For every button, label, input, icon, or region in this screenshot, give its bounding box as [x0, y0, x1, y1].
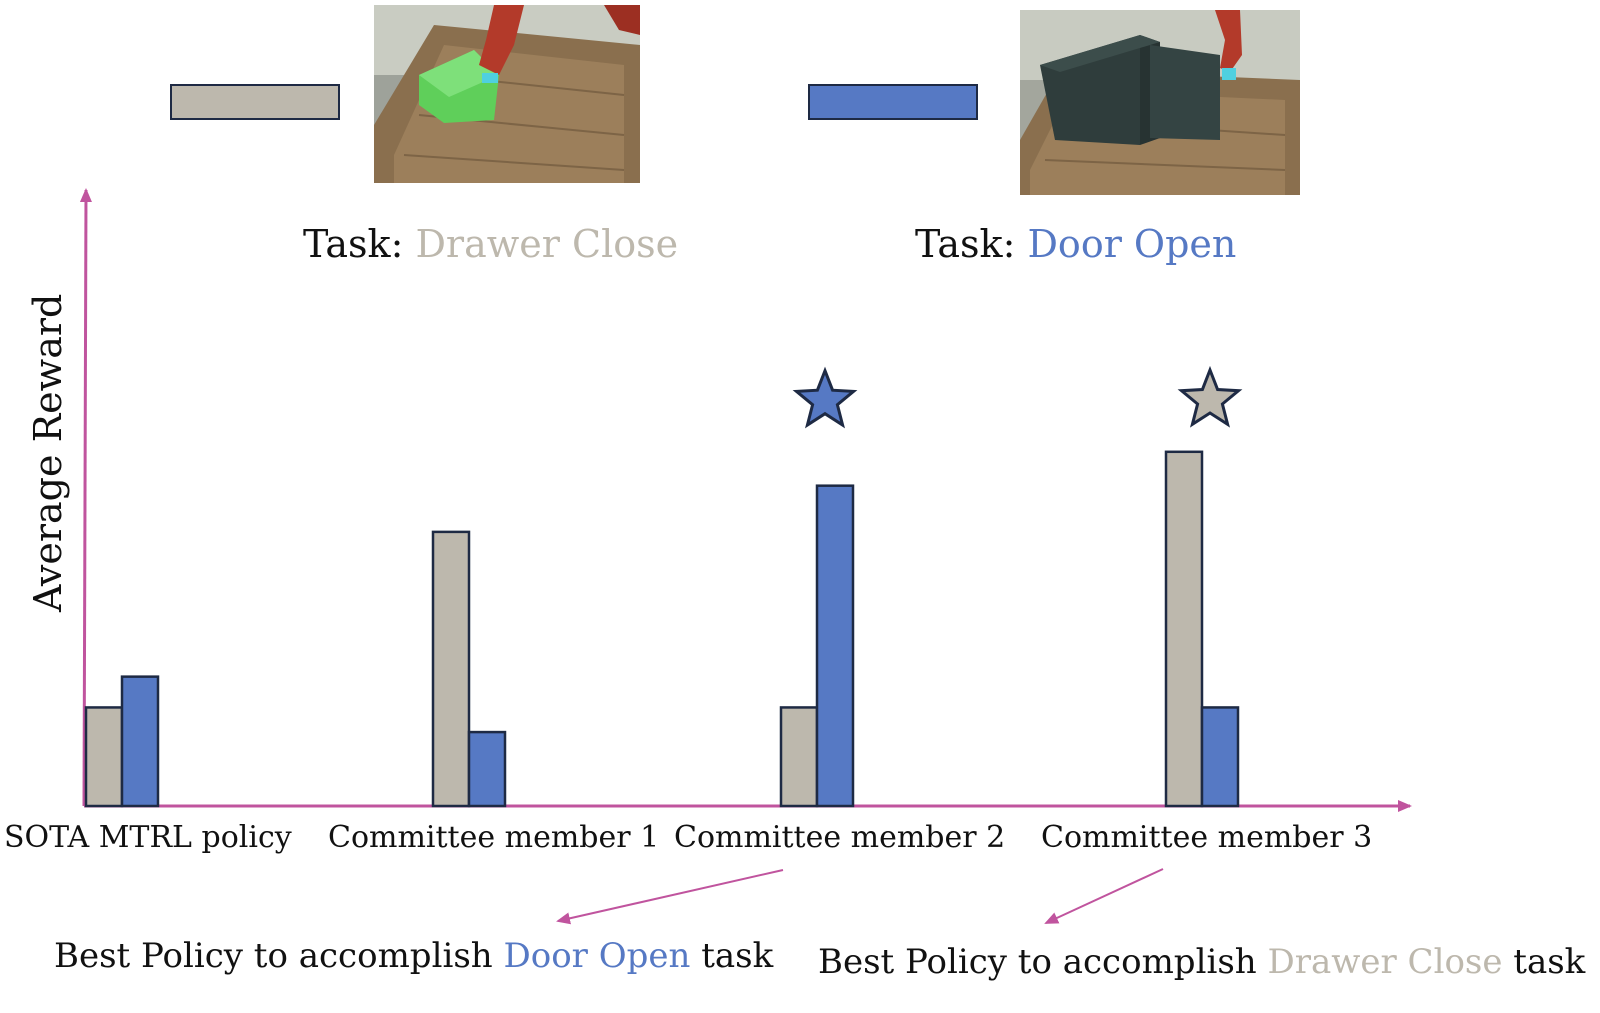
annotation-suffix: task — [690, 936, 774, 976]
annotation-arrow-drawer-close — [1044, 868, 1164, 924]
annotation-task-drawer-close: Drawer Close — [1267, 942, 1503, 982]
annotation-prefix: Best Policy to accomplish — [818, 942, 1268, 982]
annotation-door-open: Best Policy to accomplish Door Open task — [54, 936, 773, 976]
y-axis — [79, 188, 92, 807]
category-label-member-2: Committee member 2 — [674, 820, 1006, 855]
bar-drawer-close-2 — [431, 530, 471, 808]
category-label-member-1: Committee member 1 — [328, 820, 660, 855]
task-prefix: Task: — [915, 222, 1028, 266]
annotation-task-door-open: Door Open — [503, 936, 691, 976]
star-icon — [1177, 365, 1243, 428]
task-name-drawer-close: Drawer Close — [415, 222, 679, 266]
annotation-drawer-close: Best Policy to accomplish Drawer Close t… — [818, 942, 1585, 982]
annotation-arrow-door-open — [556, 869, 784, 925]
task-name-door-open: Door Open — [1027, 222, 1237, 266]
star-icon — [792, 366, 858, 429]
legend-door-open-label: Task: Door Open — [915, 222, 1236, 266]
annotation-prefix: Best Policy to accomplish — [54, 936, 504, 976]
legend-swatch-drawer-close — [170, 84, 340, 120]
bar-drawer-close-1 — [84, 706, 124, 808]
annotation-suffix: task — [1502, 942, 1586, 982]
bar-drawer-close-3 — [779, 706, 819, 808]
category-label-member-3: Committee member 3 — [1041, 820, 1373, 855]
legend-drawer-close-label: Task: Drawer Close — [303, 222, 678, 266]
bar-drawer-close-4 — [1164, 450, 1204, 808]
bar-door-open-1 — [120, 675, 160, 808]
bar-door-open-4 — [1200, 706, 1240, 808]
legend-swatch-door-open — [808, 84, 978, 120]
drawer-close-thumbnail — [374, 5, 640, 183]
category-label-sota: SOTA MTRL policy — [4, 820, 292, 855]
task-prefix: Task: — [303, 222, 416, 266]
bar-door-open-2 — [467, 730, 507, 808]
door-open-thumbnail — [1020, 10, 1300, 195]
bar-door-open-3 — [815, 484, 855, 808]
